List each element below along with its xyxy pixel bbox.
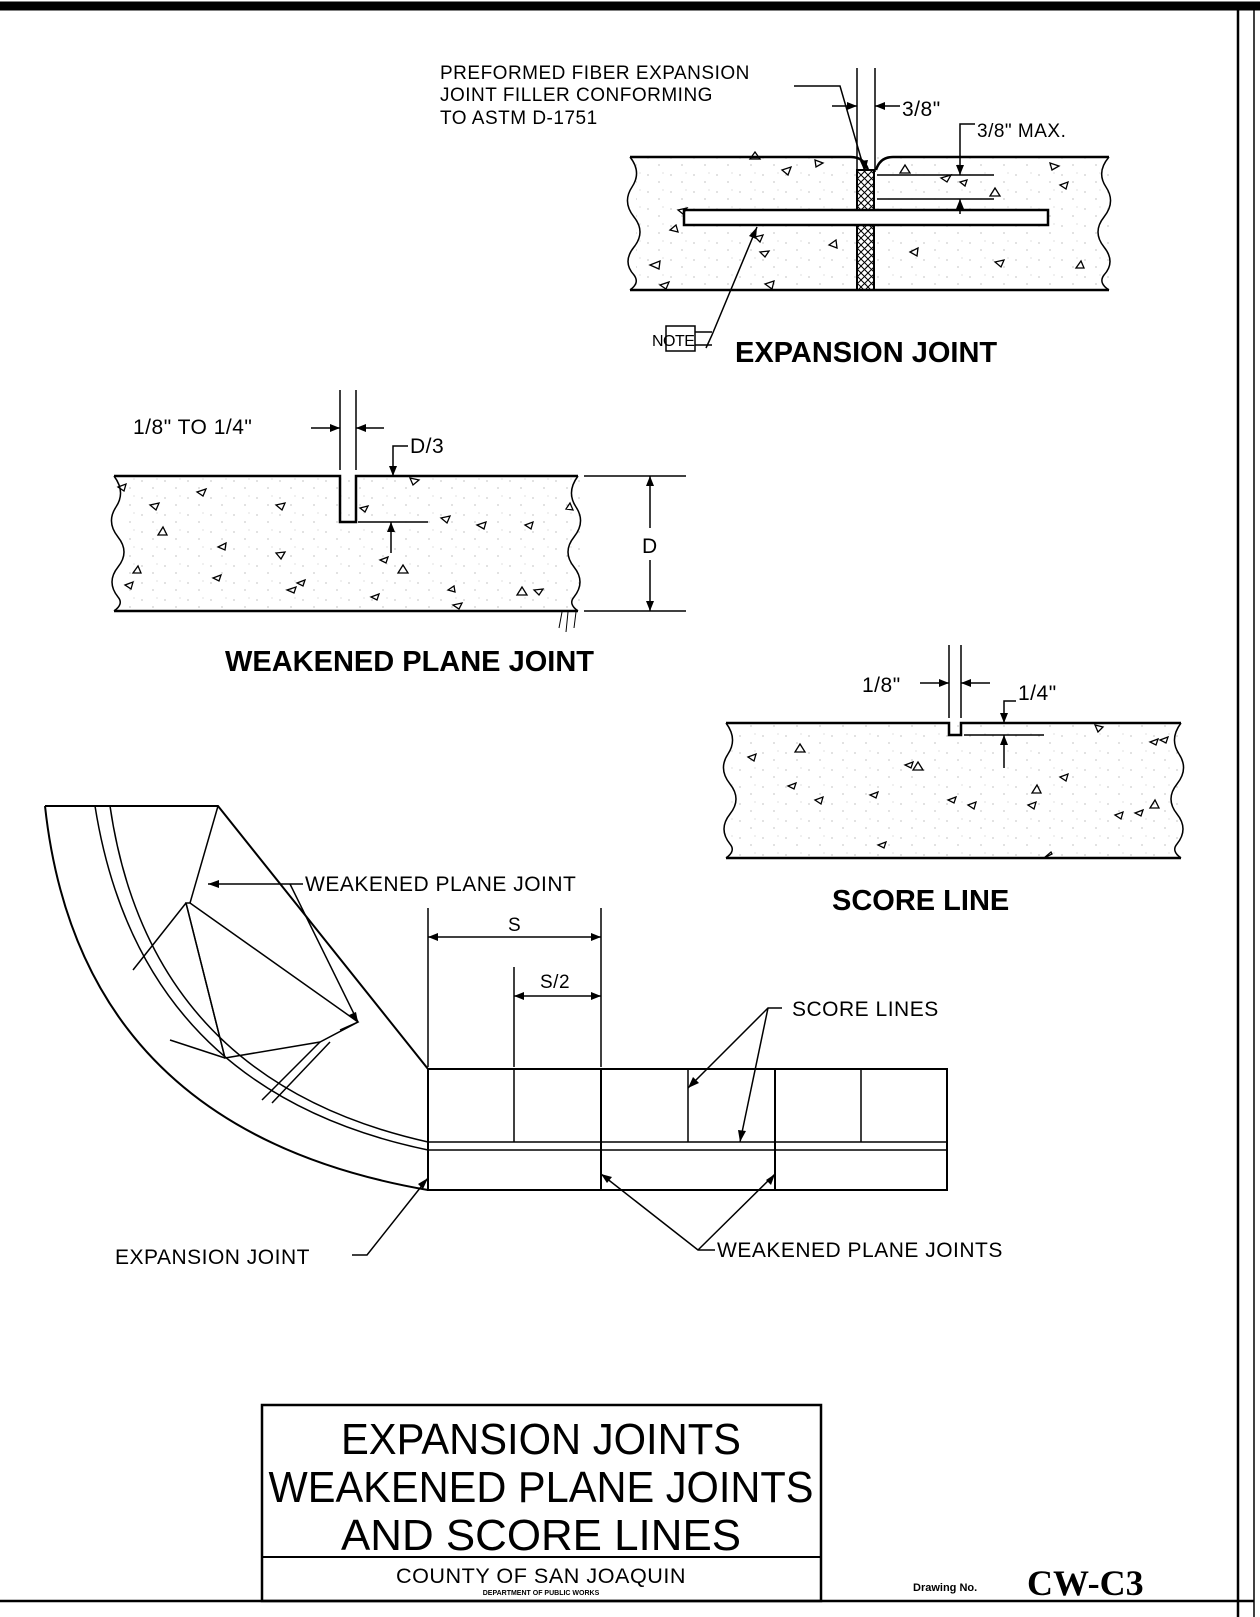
expansion-dowel-bar [682, 208, 1050, 227]
drawing-number: CW-C3 [1027, 1563, 1144, 1603]
weakened-right-break [567, 475, 582, 612]
weakened-joint-detail: 1/8" TO 1/4" D/3 D WEAKENED PLANE JOINT [110, 390, 686, 678]
weakened-concrete-fill [120, 476, 580, 611]
plan-curb-inner-arc-1 [94, 805, 429, 1151]
score-line-title: SCORE LINE [832, 885, 1009, 917]
weakened-joint-title: WEAKENED PLANE JOINT [225, 646, 594, 678]
weakened-thickness-label: D [642, 535, 658, 558]
expansion-joint-detail: PREFORMED FIBER EXPANSION JOINT FILLER C… [440, 63, 1112, 369]
plan-weakened-joints-label: WEAKENED PLANE JOINTS [717, 1239, 1003, 1262]
weakened-width-dim: 1/8" TO 1/4" [133, 416, 252, 439]
score-width-dim: 1/8" [862, 674, 901, 697]
score-aggregate [746, 724, 1170, 859]
score-depth-dim: 1/4" [1018, 682, 1057, 705]
weakened-dimensions [311, 390, 686, 633]
title-line-2: WEAKENED PLANE JOINTS [269, 1463, 814, 1512]
plan-radial-3 [261, 1041, 321, 1101]
title-department: DEPARTMENT OF PUBLIC WORKS [483, 1590, 600, 1597]
score-line-detail: 1/8" 1/4" SCORE LINE [722, 645, 1185, 917]
title-block: EXPANSION JOINTS WEAKENED PLANE JOINTS A… [260, 1403, 1144, 1603]
expansion-gap-dim: 3/8" [902, 98, 941, 121]
expansion-filler-note-line1: PREFORMED FIBER EXPANSION [440, 63, 750, 84]
score-left-break [722, 722, 737, 859]
plan-expansion-label: EXPANSION JOINT [115, 1246, 310, 1269]
plan-score-lines-label: SCORE LINES [792, 998, 939, 1021]
expansion-aggregate [648, 150, 1085, 291]
drawing-number-label: Drawing No. [913, 1582, 977, 1594]
plan-weakened-label: WEAKENED PLANE JOINT [305, 873, 576, 896]
plan-radial-2 [132, 902, 187, 971]
plan-diagonal-2 [169, 1039, 226, 1059]
expansion-note-tag: NOTE [652, 333, 694, 350]
plan-half-spacing-label: S/2 [540, 972, 570, 993]
expansion-filler-note-line3: TO ASTM D-1751 [440, 108, 598, 129]
title-county: COUNTY OF SAN JOAQUIN [396, 1565, 686, 1588]
plan-radial-5 [339, 1021, 359, 1031]
plan-curb-inner-arc-2 [109, 805, 429, 1143]
title-block-frame [260, 1403, 823, 1603]
plan-leaders [208, 880, 782, 1256]
plan-radial-1 [189, 805, 219, 904]
plan-radial-4 [271, 1041, 331, 1104]
expansion-filler-note-line2: JOINT FILLER CONFORMING [440, 85, 713, 106]
weakened-aggregate [116, 477, 575, 610]
expansion-right-slab-top [874, 155, 1109, 171]
score-slab-top [726, 721, 1181, 737]
plan-panel-outline [185, 902, 360, 1059]
plan-curb-outer-arc [44, 805, 429, 1191]
plan-spacing-label: S [508, 915, 521, 936]
plan-dimensions [427, 908, 602, 1067]
score-right-break [1170, 722, 1185, 859]
expansion-filler-strip [856, 169, 875, 291]
plan-view: WEAKENED PLANE JOINT S S/2 SCORE LINES E… [44, 805, 1003, 1269]
score-concrete-fill [730, 723, 1180, 858]
expansion-joint-title: EXPANSION JOINT [735, 337, 997, 369]
score-dimensions [920, 645, 1044, 768]
title-line-1: EXPANSION JOINTS [341, 1415, 741, 1464]
expansion-left-break [626, 156, 641, 291]
title-line-3: AND SCORE LINES [341, 1511, 741, 1560]
plan-diagonal-1 [185, 902, 226, 1059]
expansion-depth-dim: 3/8" MAX. [977, 121, 1066, 142]
expansion-dimensions [665, 68, 994, 352]
weakened-depth-dim: D/3 [410, 435, 444, 458]
expansion-right-break [1097, 156, 1112, 291]
weakened-left-break [110, 475, 125, 612]
